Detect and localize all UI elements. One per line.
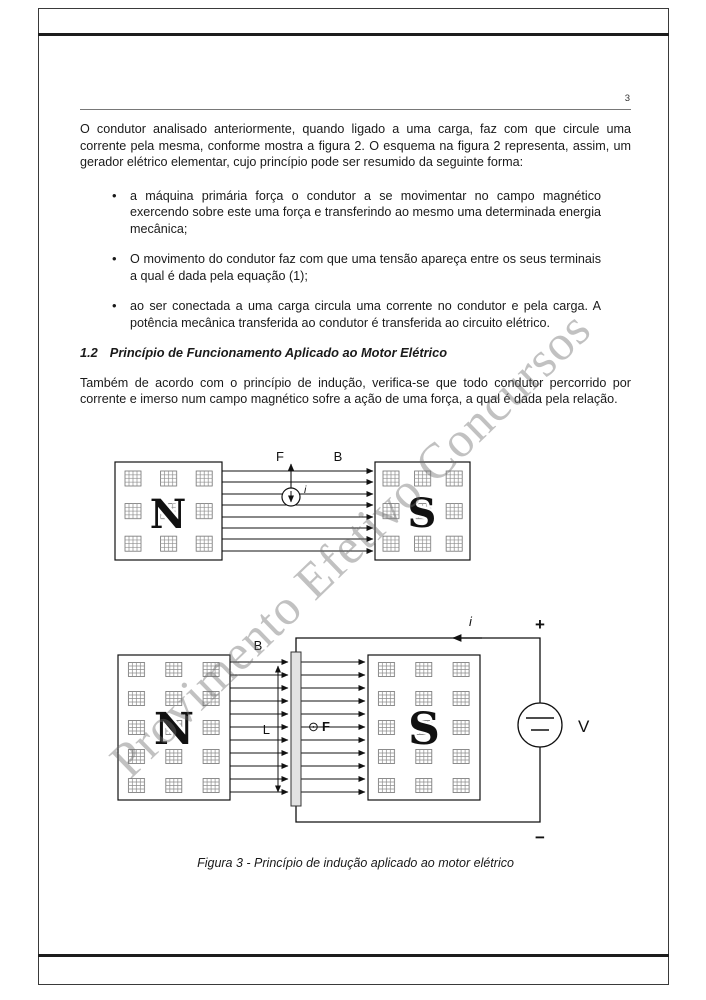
length-label: L [263,722,270,737]
section-title: Princípio de Funcionamento Aplicado ao M… [109,345,448,360]
page-number: 3 [624,93,630,104]
page-frame [38,8,669,985]
figure-caption: Figura 3 - Princípio de indução aplicado… [197,856,514,870]
bullet-text: O movimento do condutor faz com que uma … [130,252,601,283]
north-pole-label: N [154,704,194,755]
bullet-item: a máquina primária força o condutor a se… [80,188,631,238]
intro-paragraph: O condutor analisado anteriormente, quan… [80,122,631,169]
plus-label: + [535,615,545,634]
bullet-item: O movimento do condutor faz com que uma … [80,251,631,284]
bullet-text: ao ser conectada a uma carga circula uma… [130,299,601,330]
voltage-source [517,702,563,748]
motor-diagram: N S B L ⊙ F i + − V [117,614,590,847]
bullet-item: ao ser conectada a uma carga circula uma… [80,298,631,331]
header-rule [80,109,631,110]
south-pole-label: S [408,490,437,537]
bullet-text: a máquina primária força o condutor a se… [130,188,601,236]
current-label: i [304,484,307,496]
section-heading: 1.2 Princípio de Funcionamento Aplicado a… [80,345,631,362]
north-pole-block [114,461,223,561]
section-number: 1.2 [80,345,98,360]
force-label: F [322,719,330,734]
minus-label: − [535,828,545,847]
field-label: B [334,449,343,464]
south-pole-block [374,461,471,561]
current-label: i [469,614,473,629]
circuit-wire [295,637,541,823]
voltage-source-symbol [526,717,554,731]
south-pole-label: S [408,704,440,755]
body-paragraph: Também de acordo com o princípio de indu… [80,375,631,407]
north-pole-label: N [150,491,187,538]
force-dot-icon: ⊙ [308,719,319,734]
frame-rule-top [38,33,669,36]
bullet-list: a máquina primária força o condutor a se… [80,188,631,332]
field-lines [222,468,374,554]
force-label: F [276,449,284,464]
page-content: O condutor analisado anteriormente, quan… [80,121,631,408]
field-label: B [254,638,263,653]
source-label: V [578,717,590,736]
south-pole-block [367,654,481,801]
conductor-bar [290,651,302,807]
north-pole-block [117,654,231,801]
generator-diagram: N S F B i [114,449,471,561]
frame-rule-bottom [38,954,669,957]
